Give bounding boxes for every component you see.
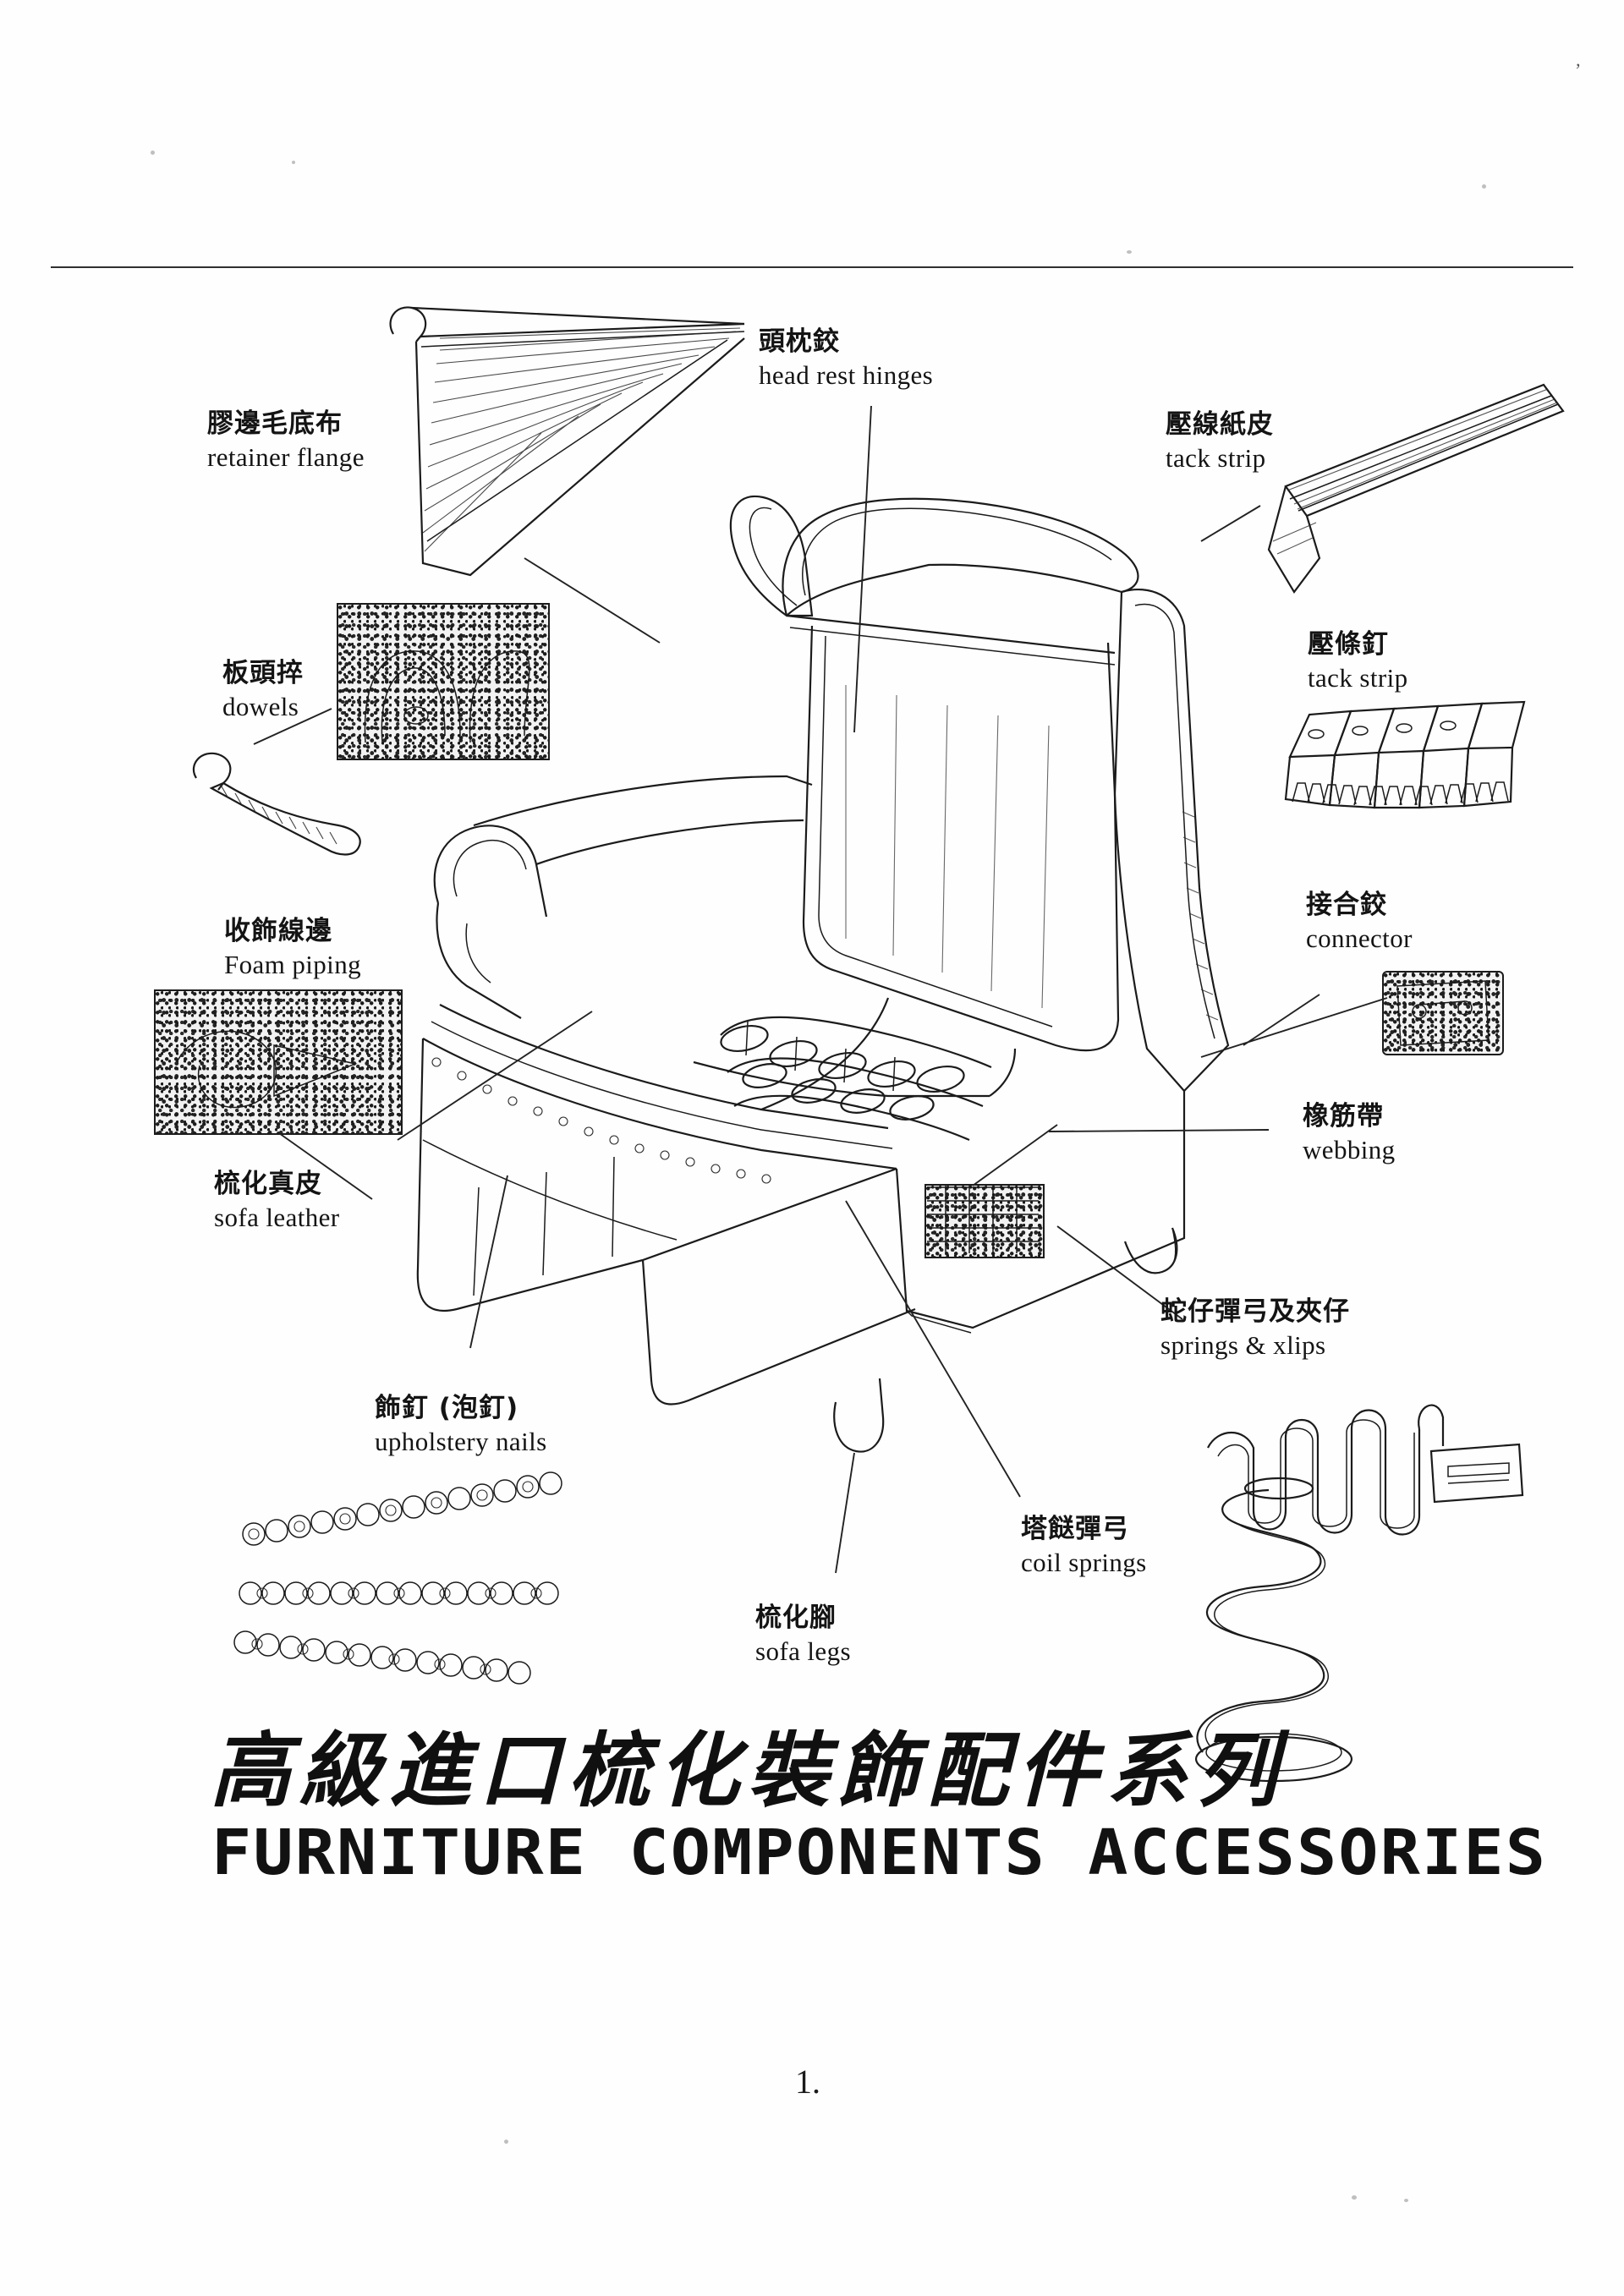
label-sofa-leather-en: sofa leather [214, 1202, 340, 1232]
label-upholstery-nails: 飾釘 (泡釘) upholstery nails [375, 1393, 547, 1457]
leader-sofa-legs [835, 1452, 855, 1574]
webbing-photo [924, 1184, 1045, 1258]
leader-sofa-leather [397, 1011, 593, 1141]
leader-webbing [1048, 1129, 1270, 1132]
label-connector-en: connector [1306, 923, 1413, 953]
nail-chain-row-1 [242, 1471, 562, 1546]
scan-speck [504, 2140, 508, 2144]
scan-speck [1352, 2195, 1357, 2200]
label-foam-piping-cn: 收飾線邊 [224, 916, 332, 946]
nail-chain-row-3 [233, 1630, 531, 1685]
label-coil-springs-cn: 塔餸彈弓 [1021, 1514, 1129, 1544]
sinuous-spring-drawing [1207, 1404, 1524, 1536]
label-foam-piping-en: Foam piping [224, 949, 361, 979]
seat-coil-springs-cutaway [720, 1016, 992, 1142]
label-connector-cn: 接合鉸 [1306, 890, 1387, 920]
label-webbing-en: webbing [1303, 1134, 1396, 1164]
upholstery-nail-chains [233, 1471, 562, 1685]
label-head-rest-hinges-en: head rest hinges [759, 359, 934, 390]
label-sofa-legs-en: sofa legs [755, 1636, 851, 1666]
dowels-photo [337, 603, 550, 760]
label-webbing-cn: 橡筋帶 [1303, 1101, 1384, 1132]
label-sofa-leather: 梳化真皮 sofa leather [214, 1169, 340, 1233]
title-english: FURNITURE COMPONENTS ACCESSORIES [211, 1817, 1548, 1889]
label-dowels-cn: 板頭捽 [222, 658, 304, 688]
leader-connector-detail [1200, 997, 1388, 1058]
foam-piping-drawing [192, 752, 361, 856]
tack-strip-paper-drawing [1267, 383, 1565, 594]
title-chinese: 高級進口梳化裝飾配件系列 [210, 1723, 1286, 1818]
label-foam-piping: 收飾線邊 Foam piping [224, 916, 361, 980]
label-tack-strip-paper: 壓線紙皮 tack strip [1166, 409, 1274, 474]
label-sofa-leather-cn: 梳化真皮 [214, 1169, 322, 1199]
leader-connector [1243, 994, 1320, 1046]
leader-tack-strip-paper [1200, 505, 1261, 542]
label-head-rest-hinges: 頭枕鉸 head rest hinges [759, 326, 933, 391]
label-dowels-en: dowels [222, 691, 299, 721]
scan-speck [292, 161, 295, 164]
skirt-nail-row [431, 1057, 771, 1184]
label-sofa-legs: 梳化腳 sofa legs [755, 1603, 851, 1667]
label-retainer-flange: 膠邊毛底布 retainer flange [207, 408, 365, 473]
nail-chain-row-2 [239, 1581, 559, 1605]
scan-artifact-corner: ‚ [1575, 49, 1582, 70]
label-dowels: 板頭捽 dowels [222, 658, 304, 722]
label-tack-strip-metal-cn: 壓條釘 [1308, 629, 1389, 660]
connector-photo [1382, 971, 1504, 1055]
leader-upholstery-nails [469, 1175, 508, 1349]
leader-webbing-detail [972, 1124, 1058, 1186]
label-sofa-legs-cn: 梳化腳 [755, 1603, 837, 1633]
label-tack-strip-metal: 壓條釘 tack strip [1308, 629, 1408, 693]
tack-strip-metal-drawing [1284, 700, 1526, 809]
leader-head-rest-hinges [853, 405, 872, 733]
label-tack-strip-paper-cn: 壓線紙皮 [1166, 409, 1274, 440]
label-head-rest-hinges-cn: 頭枕鉸 [759, 326, 840, 357]
retainer-flange-drawing [389, 306, 745, 577]
header-rule [51, 266, 1573, 268]
label-connector: 接合鉸 connector [1306, 890, 1413, 954]
label-coil-springs: 塔餸彈弓 coil springs [1021, 1514, 1147, 1578]
label-tack-strip-metal-en: tack strip [1308, 662, 1408, 693]
scan-speck [1404, 2199, 1408, 2202]
label-tack-strip-paper-en: tack strip [1166, 442, 1266, 473]
label-springs-xlips: 蛇仔彈弓及夾仔 springs & xlips [1160, 1296, 1350, 1361]
label-retainer-flange-en: retainer flange [207, 441, 365, 472]
label-upholstery-nails-cn: 飾釘 (泡釘) [375, 1393, 519, 1423]
scan-speck [1482, 184, 1486, 189]
page-number: 1. [795, 2063, 820, 2101]
foam-piping-photo [154, 989, 403, 1135]
label-coil-springs-en: coil springs [1021, 1547, 1147, 1577]
label-springs-xlips-en: springs & xlips [1160, 1329, 1326, 1360]
scan-speck [1127, 250, 1132, 254]
scan-speck [151, 151, 155, 155]
label-upholstery-nails-en: upholstery nails [375, 1426, 547, 1456]
label-springs-xlips-cn: 蛇仔彈弓及夾仔 [1160, 1296, 1350, 1327]
label-webbing: 橡筋帶 webbing [1303, 1101, 1396, 1165]
label-retainer-flange-cn: 膠邊毛底布 [207, 408, 343, 439]
